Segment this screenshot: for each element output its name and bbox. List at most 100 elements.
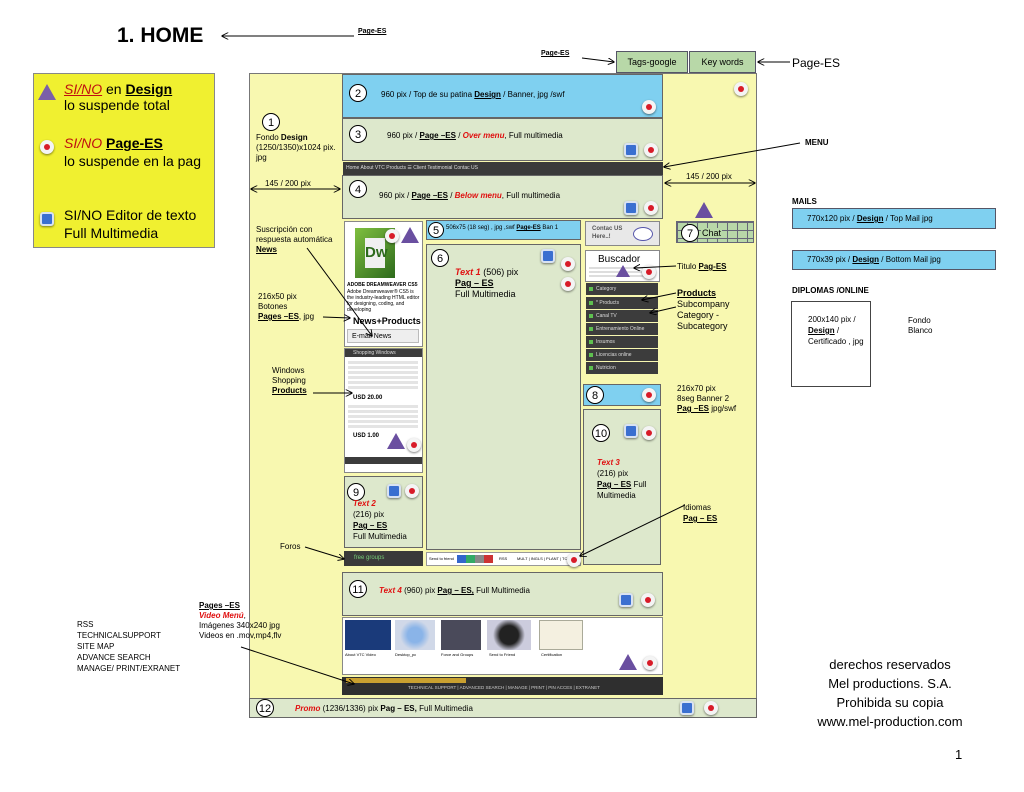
banner2-note: 216x70 pix 8seg Banner 2 Pag –ES jpg/swf (677, 384, 737, 413)
category-item[interactable]: * Products (586, 297, 658, 309)
arrow (322, 317, 350, 318)
news-products-label: News+Products (353, 316, 421, 326)
section-number-12: 12 (256, 699, 274, 717)
red-dot-icon (642, 426, 656, 440)
tags-google-box: Tags-google (616, 51, 688, 73)
contact-box[interactable]: Contac US Here..! (585, 221, 660, 246)
section-10-text3: 10 Text 3(216) pix Pag – ES Full Multime… (583, 409, 661, 565)
social-bar: Send to friend RSS MULT | INGLS | PLANT … (426, 552, 581, 567)
copyright-line: www.mel-production.com (817, 714, 963, 729)
blue-square-icon (387, 484, 401, 498)
red-dot-icon (567, 553, 581, 567)
section-number-7: 7 (681, 224, 699, 242)
red-dot-icon (40, 140, 54, 154)
category-item[interactable]: Insumos (586, 336, 658, 348)
free-groups-bar[interactable]: free groups (344, 551, 423, 566)
red-dot-icon (642, 100, 656, 114)
shopping-title: Shopping Windows (345, 349, 422, 357)
blue-square-icon (624, 201, 638, 215)
section-number-3: 3 (349, 125, 367, 143)
section-number-4: 4 (349, 180, 367, 198)
section-number-11: 11 (349, 580, 367, 598)
video-thumb[interactable] (345, 620, 391, 650)
category-item[interactable]: Nutricion (586, 362, 658, 374)
video-thumb[interactable] (441, 620, 481, 650)
red-dot-icon (644, 143, 658, 157)
blue-square-icon (624, 424, 638, 438)
video-thumb[interactable] (487, 620, 531, 650)
foros-note: Foros (280, 542, 301, 551)
section-12-label: Promo (1236/1336) pix Pag – ES, Full Mul… (295, 704, 473, 713)
mail-top-box: 770x120 pix / Design / Top Mail jpg (792, 208, 996, 229)
legend-box: SI/NO en Design lo suspende total SI/NO … (33, 73, 215, 248)
arrow (304, 546, 344, 559)
video-label: Desktop_pc (395, 652, 417, 657)
section-4-below-menu: 4 960 pix / Page –ES / Below menu, Full … (342, 175, 663, 219)
red-dot-icon (641, 593, 655, 607)
section-7-chat[interactable]: 7 Chat (676, 221, 754, 243)
category-item[interactable]: Canal TV (586, 310, 658, 322)
red-dot-icon (643, 656, 657, 670)
diploma-box: 200x140 pix / Design / Certificado , jpg (791, 301, 871, 387)
category-item[interactable]: Licencias online (586, 349, 658, 361)
video-thumb[interactable] (539, 620, 583, 650)
shop-price-1: USD 20.00 (353, 395, 383, 401)
page-number: 1 (955, 747, 963, 762)
red-dot-icon (385, 229, 399, 243)
video-label: Send to Friend (489, 652, 516, 657)
footer-links[interactable]: TECHNICAL SUPPORT | ADVANCED SEARCH | MA… (408, 685, 600, 690)
rss-line: MANAGE/ PRINT/EXRANET (77, 664, 181, 673)
rss-line: SITE MAP (77, 642, 115, 651)
category-item[interactable]: Category (586, 283, 658, 295)
arrow (634, 266, 677, 268)
rss-link[interactable]: RSS (499, 556, 508, 561)
arrow (306, 247, 372, 336)
section-number-2: 2 (349, 84, 367, 102)
red-dot-icon (561, 277, 575, 291)
copyright: derechos reservados Mel productions. S.A… (790, 655, 990, 731)
menu-bar[interactable]: Home About VTC Products ☰ Client Testimo… (343, 162, 663, 175)
language-links[interactable]: MULT | INGLS | PLANT | TC (517, 556, 568, 561)
section-3-label: 960 pix / Page –ES / Over menu, Full mul… (387, 131, 563, 140)
social-icons[interactable] (457, 555, 493, 563)
tags-tag: Page-ES (541, 50, 570, 57)
blue-square-icon (40, 212, 54, 226)
section-number-10: 10 (592, 424, 610, 442)
section-12-promo: 12 Promo (1236/1336) pix Pag – ES, Full … (249, 698, 757, 718)
arrow (642, 292, 677, 300)
video-menu-note: Pages –ES Video Menú, Imágenes 340x240 j… (199, 601, 282, 640)
send-to-friend-link[interactable]: Send to friend (429, 556, 454, 561)
category-item[interactable]: Entrenamiento Online (586, 323, 658, 335)
triangle-icon (401, 227, 419, 243)
red-dot-icon (407, 438, 421, 452)
red-dot-icon (405, 484, 419, 498)
news-products-box: Dw ADOBE DREAMWEAVER CS5 Adobe Dreamweav… (344, 221, 423, 347)
shopping-windows-box: Shopping Windows USD 20.00 USD 1.00 (344, 348, 423, 473)
video-label: Force and Groups (441, 652, 474, 657)
chat-bubble-icon (633, 227, 653, 241)
section-10-label: Text 3(216) pix Pag – ES Full Multimedia (597, 458, 647, 500)
triangle-icon (616, 265, 630, 277)
section-11-text4: 11 Text 4 (960) pix Pag – ES, Full Multi… (342, 572, 663, 616)
chat-label: Chat (701, 228, 723, 238)
section-3-over-menu: 3 960 pix / Page –ES / Over menu, Full m… (342, 118, 663, 161)
arrow (240, 646, 354, 684)
page-title: 1. HOME (117, 24, 204, 47)
section-2-label: 960 pix / Top de su patina Design / Bann… (381, 90, 565, 99)
left-margin-width: 145 / 200 pix (265, 179, 311, 188)
keywords-tag: Page-ES (792, 56, 841, 70)
blue-square-icon (541, 249, 555, 263)
footer-tabs[interactable] (346, 678, 466, 683)
red-dot-icon (644, 201, 658, 215)
contact-label: Contac US Here..! (592, 226, 623, 240)
shopping-footer (345, 457, 422, 464)
legend-editor: SI/NO Editor de texto Full Multimedia (64, 207, 197, 241)
arrow (581, 57, 614, 62)
section-4-label: 960 pix / Page –ES / Below menu, Full mu… (379, 191, 561, 200)
video-thumb[interactable] (395, 620, 435, 650)
adobe-title: ADOBE DREAMWEAVER CS5 (347, 282, 418, 288)
